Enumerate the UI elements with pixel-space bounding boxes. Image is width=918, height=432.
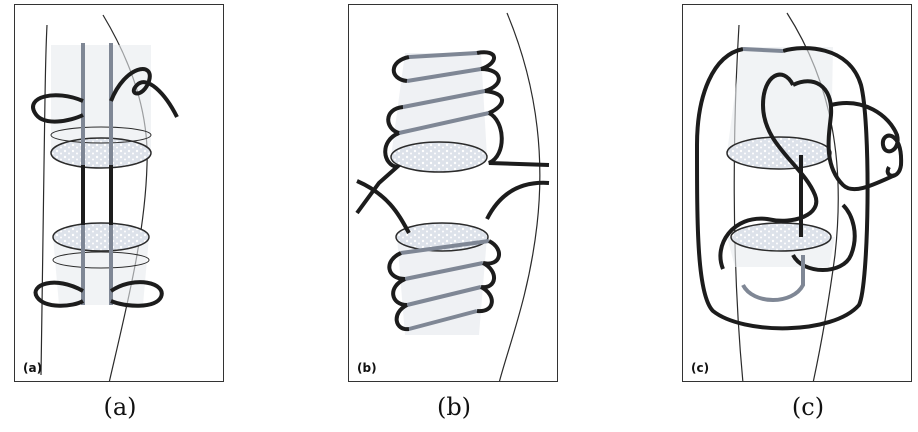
panel-b-drawing	[349, 5, 558, 382]
caption-c: (c)	[778, 393, 838, 421]
caption-a: (a)	[90, 393, 150, 421]
panel-c-tag: (c)	[691, 361, 709, 375]
panel-a-drawing	[15, 5, 224, 382]
caption-b: (b)	[424, 393, 484, 421]
panel-b: (b)	[348, 4, 558, 382]
panel-c-drawing	[683, 5, 912, 382]
panel-a: (a)	[14, 4, 224, 382]
panel-c: (c)	[682, 4, 912, 382]
panel-a-tag: (a)	[23, 361, 42, 375]
panel-b-tag: (b)	[357, 361, 377, 375]
